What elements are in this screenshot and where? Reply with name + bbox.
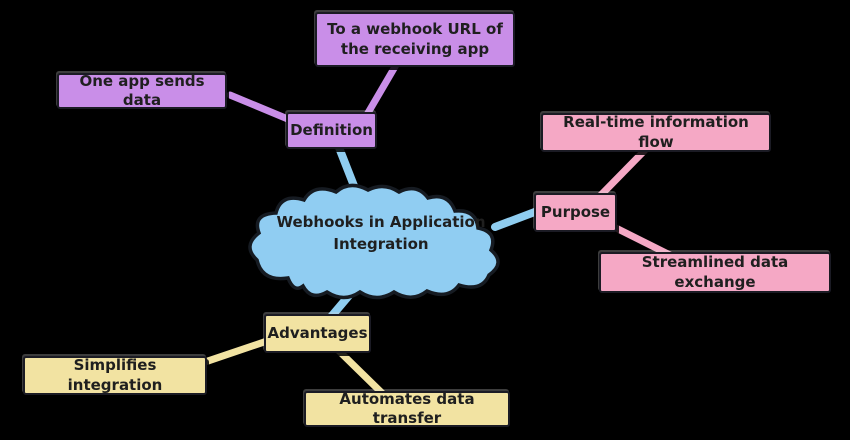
- connector-advantages-simplifies: [201, 336, 274, 366]
- node-streamlined-data-exchange[interactable]: Streamlined data exchange: [599, 252, 831, 293]
- node-realtime-information-flow[interactable]: Real-time information flow: [541, 113, 771, 152]
- node-automates-data-transfer[interactable]: Automates data transfer: [304, 389, 510, 428]
- node-automates-label: Automates data transfer: [339, 389, 475, 428]
- node-definition[interactable]: Definition: [286, 112, 377, 149]
- node-streamlined-label: Streamlined data exchange: [641, 253, 789, 291]
- connector-definition-one-app: [226, 91, 299, 126]
- node-simplifies-label: Simplifies integration: [67, 356, 163, 394]
- node-advantages[interactable]: Advantages: [264, 314, 371, 353]
- cloud-outline: [248, 183, 500, 300]
- central-topic-label: Webhooks in Application Integration: [276, 213, 486, 253]
- node-one-app-label: One app sends data: [79, 71, 205, 110]
- central-cloud-shape[interactable]: [246, 180, 514, 304]
- connector-purpose-realtime: [596, 146, 649, 200]
- node-webhook-url-label: To a webhook URL of the receiving app: [327, 20, 503, 58]
- node-simplifies-integration[interactable]: Simplifies integration: [23, 356, 207, 395]
- node-webhook-url[interactable]: To a webhook URL of the receiving app: [315, 12, 515, 67]
- connector-cloud-purpose: [491, 206, 544, 231]
- node-one-app-sends-data[interactable]: One app sends data: [57, 71, 227, 110]
- node-purpose-label: Purpose: [540, 202, 611, 221]
- node-definition-label: Definition: [290, 120, 373, 139]
- node-advantages-label: Advantages: [267, 323, 368, 342]
- connector-advantages-automates: [334, 346, 388, 399]
- node-purpose[interactable]: Purpose: [534, 193, 617, 232]
- connector-definition-webhook-url: [361, 61, 400, 122]
- node-realtime-label: Real-time information flow: [563, 113, 749, 151]
